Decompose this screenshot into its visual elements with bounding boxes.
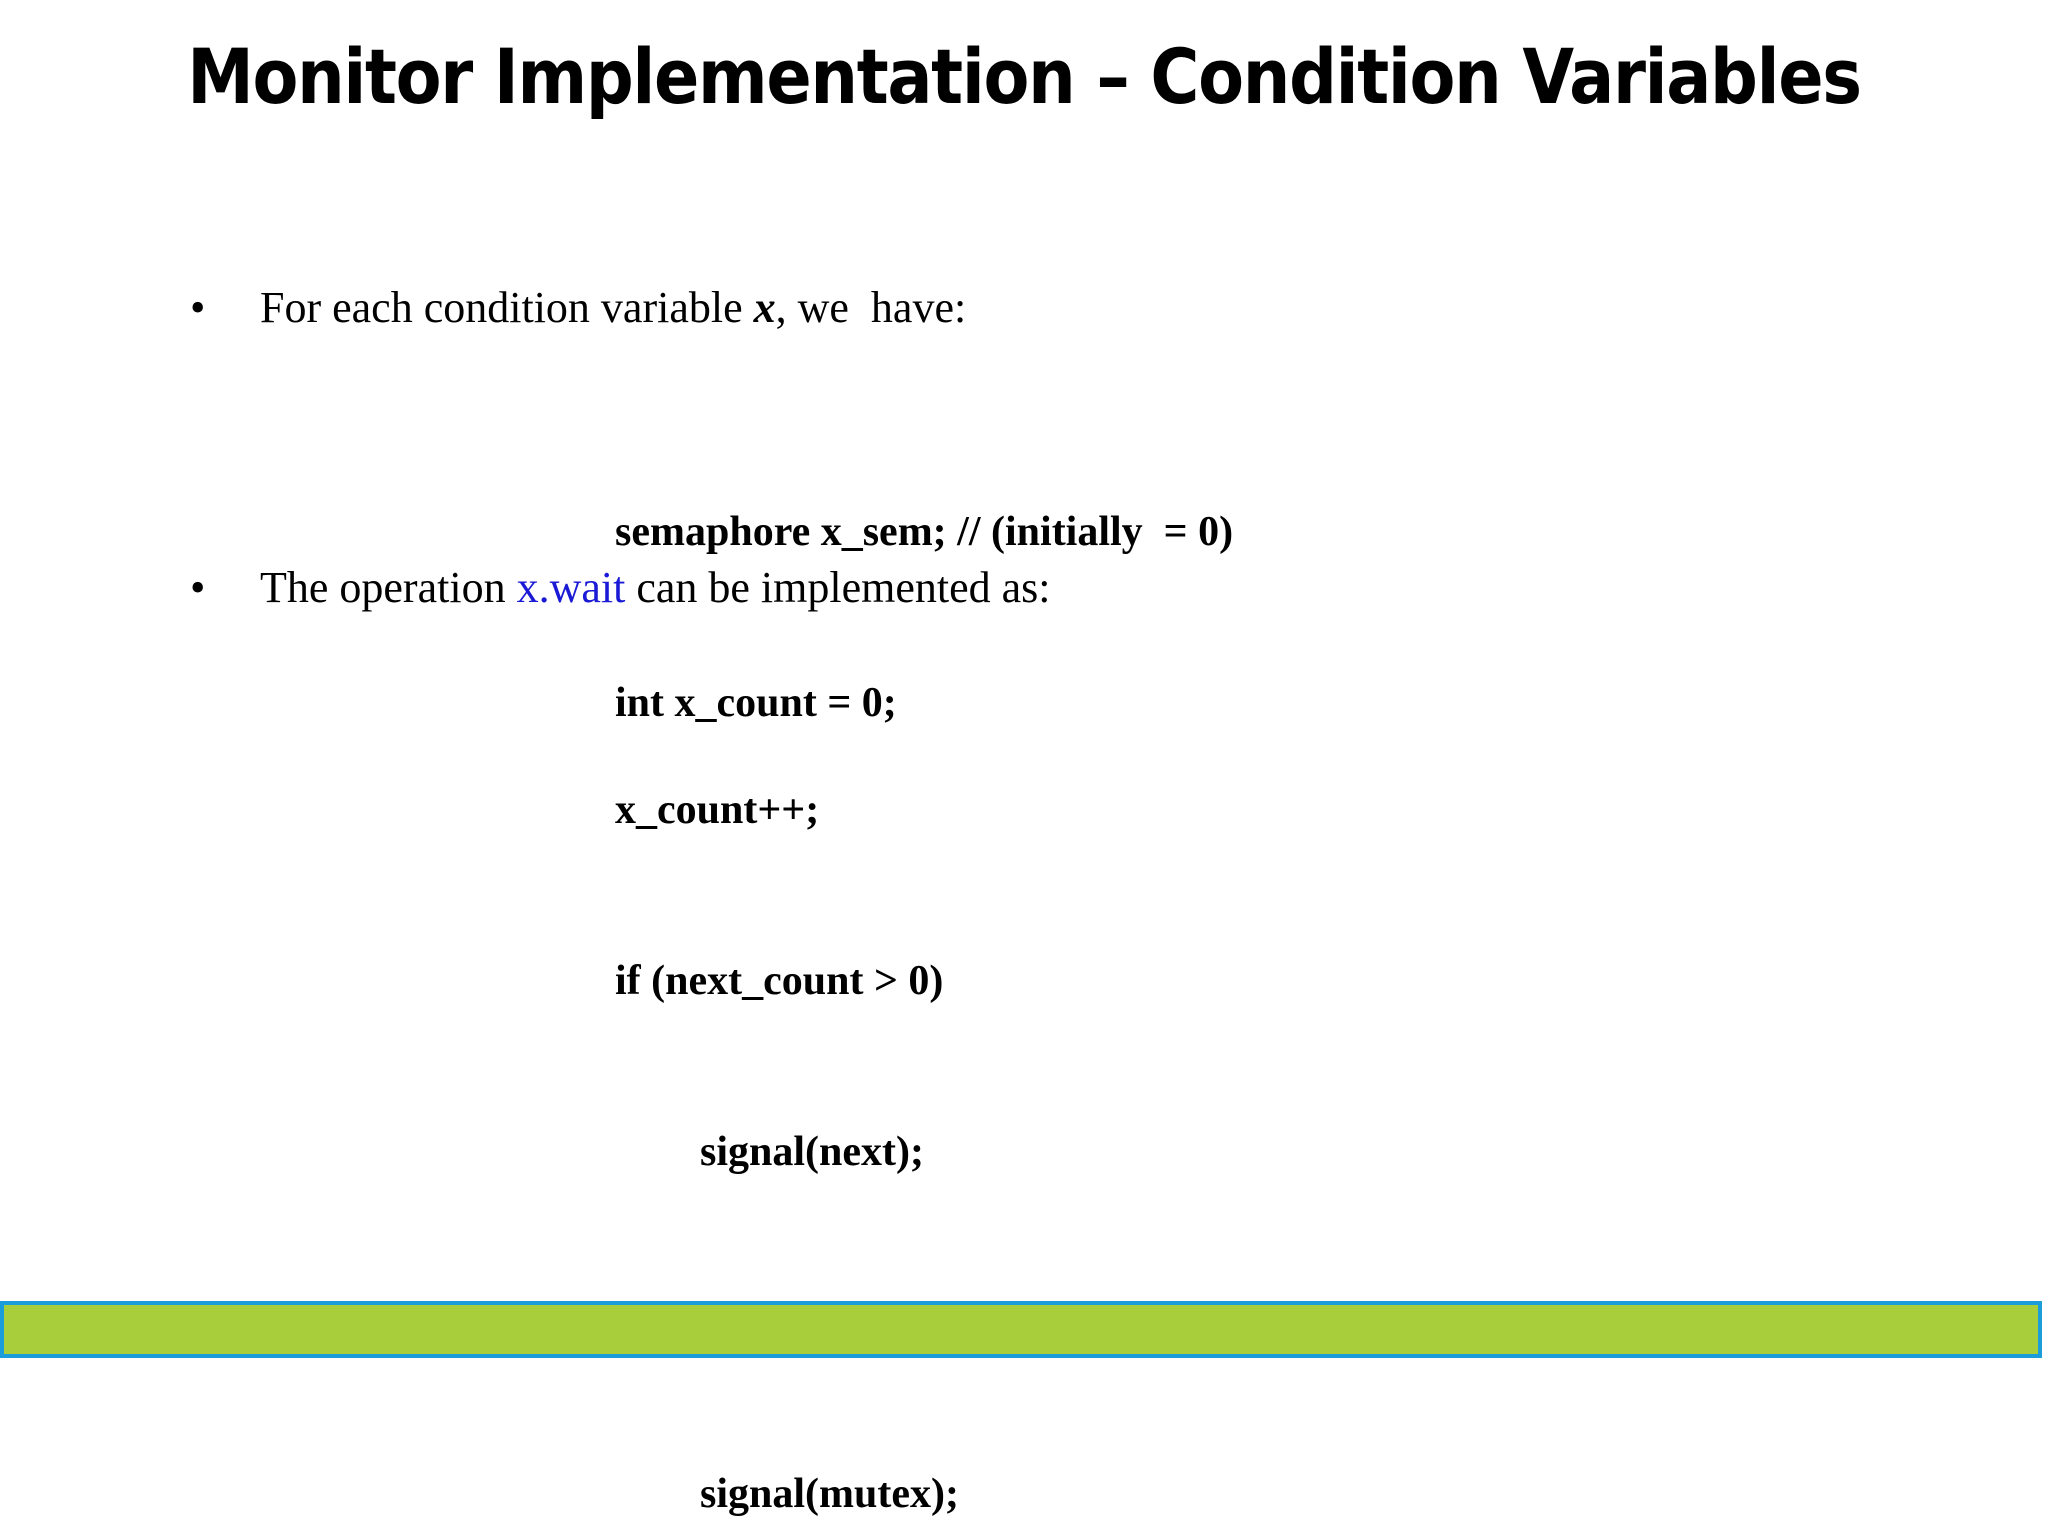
bullet-2-text-after: can be implemented as: bbox=[625, 563, 1051, 612]
bullet-marker-icon: • bbox=[190, 563, 206, 612]
code-block-declaration: semaphore x_sem; // (initially = 0) int … bbox=[615, 390, 1233, 846]
bullet-2-highlight-operation: x.wait bbox=[516, 563, 626, 612]
bullet-1-text-before: For each condition variable bbox=[260, 283, 754, 332]
code-line: if (next_count > 0) bbox=[615, 958, 944, 1004]
code-line: semaphore x_sem; // (initially = 0) bbox=[615, 509, 1234, 555]
bullet-1-emphasis-variable: x bbox=[753, 283, 776, 332]
code-line: x_count++; bbox=[615, 787, 820, 833]
bullet-1-text-after: , we have: bbox=[775, 283, 967, 332]
code-line: signal(next); bbox=[700, 1129, 924, 1175]
bullet-2-text-before: The operation bbox=[260, 563, 517, 612]
code-line: signal(mutex); bbox=[700, 1471, 959, 1517]
bullet-item-2-label: The operation x.wait can be implemented … bbox=[260, 560, 1051, 616]
bullet-item-2: • The operation x.wait can be implemente… bbox=[190, 560, 1051, 616]
code-line: int x_count = 0; bbox=[615, 680, 897, 726]
page-title: Monitor Implementation – Condition Varia… bbox=[187, 32, 1862, 121]
bullet-item-1: • For each condition variable x, we have… bbox=[190, 280, 966, 336]
bullet-marker-icon: • bbox=[190, 283, 206, 332]
code-block-x-wait: x_count++; if (next_count > 0) signal(ne… bbox=[615, 668, 959, 1536]
bullet-item-1-label: For each condition variable x, we have: bbox=[260, 280, 966, 336]
footer-accent-bar bbox=[0, 1301, 2042, 1358]
